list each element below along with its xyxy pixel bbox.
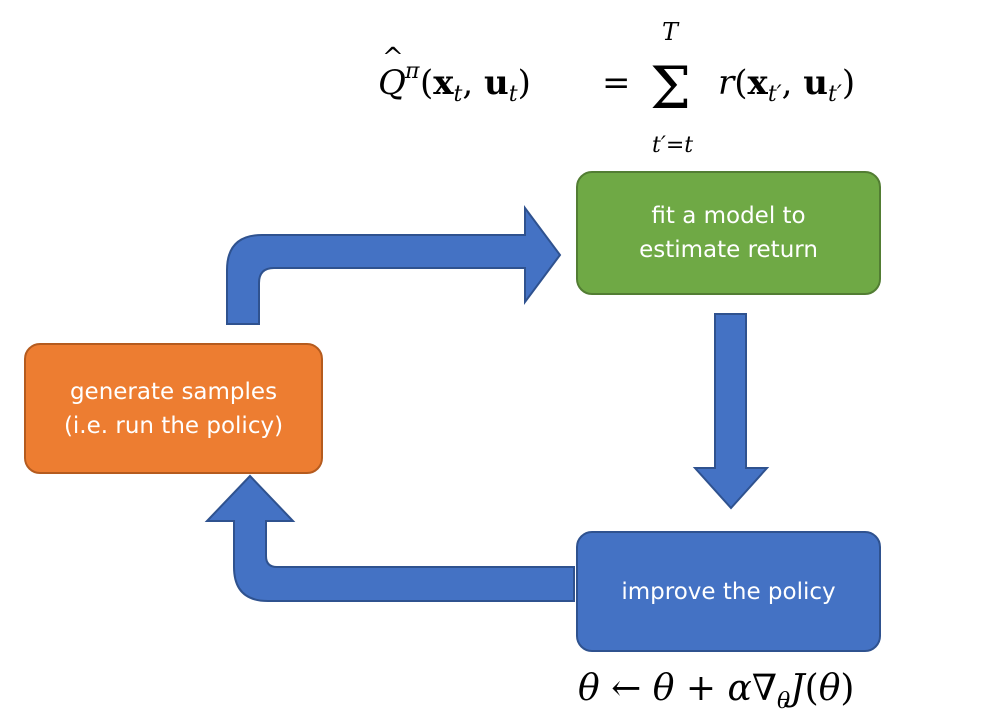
svg-text:θ ← θ + α∇θJ(θ): θ ← θ + α∇θJ(θ) [578, 668, 854, 714]
svg-text:Q: Q [378, 63, 406, 103]
arrow-improve-to-generate [204, 474, 575, 602]
svg-text:Σ: Σ [650, 54, 691, 122]
svg-text:^: ^ [382, 43, 404, 73]
svg-text:r(xt′, ut′): r(xt′, ut′) [718, 63, 855, 107]
fit-model-box: fit a model to estimate return [576, 171, 881, 295]
generate-samples-label: generate samples (i.e. run the policy) [63, 378, 284, 439]
arrow-generate-to-fit [226, 204, 562, 325]
arrow-fit-to-improve [692, 313, 770, 510]
improve-policy-label: improve the policy [621, 578, 836, 605]
svg-text:(xt, ut): (xt, ut) [420, 63, 531, 107]
generate-samples-box: generate samples (i.e. run the policy) [24, 343, 323, 474]
update-equation: θ ← θ + α∇θJ(θ) [578, 668, 854, 714]
svg-text:t′=t: t′=t [652, 133, 693, 158]
svg-text:T: T [662, 18, 680, 46]
fit-model-label: fit a model to estimate return [639, 203, 818, 263]
q-hat-equation: Q ^ π (xt, ut) = T Σ t′=t r(xt′, ut′) [378, 18, 855, 158]
svg-text:π: π [404, 59, 420, 84]
svg-text:=: = [602, 63, 631, 103]
improve-policy-box: improve the policy [576, 531, 881, 652]
